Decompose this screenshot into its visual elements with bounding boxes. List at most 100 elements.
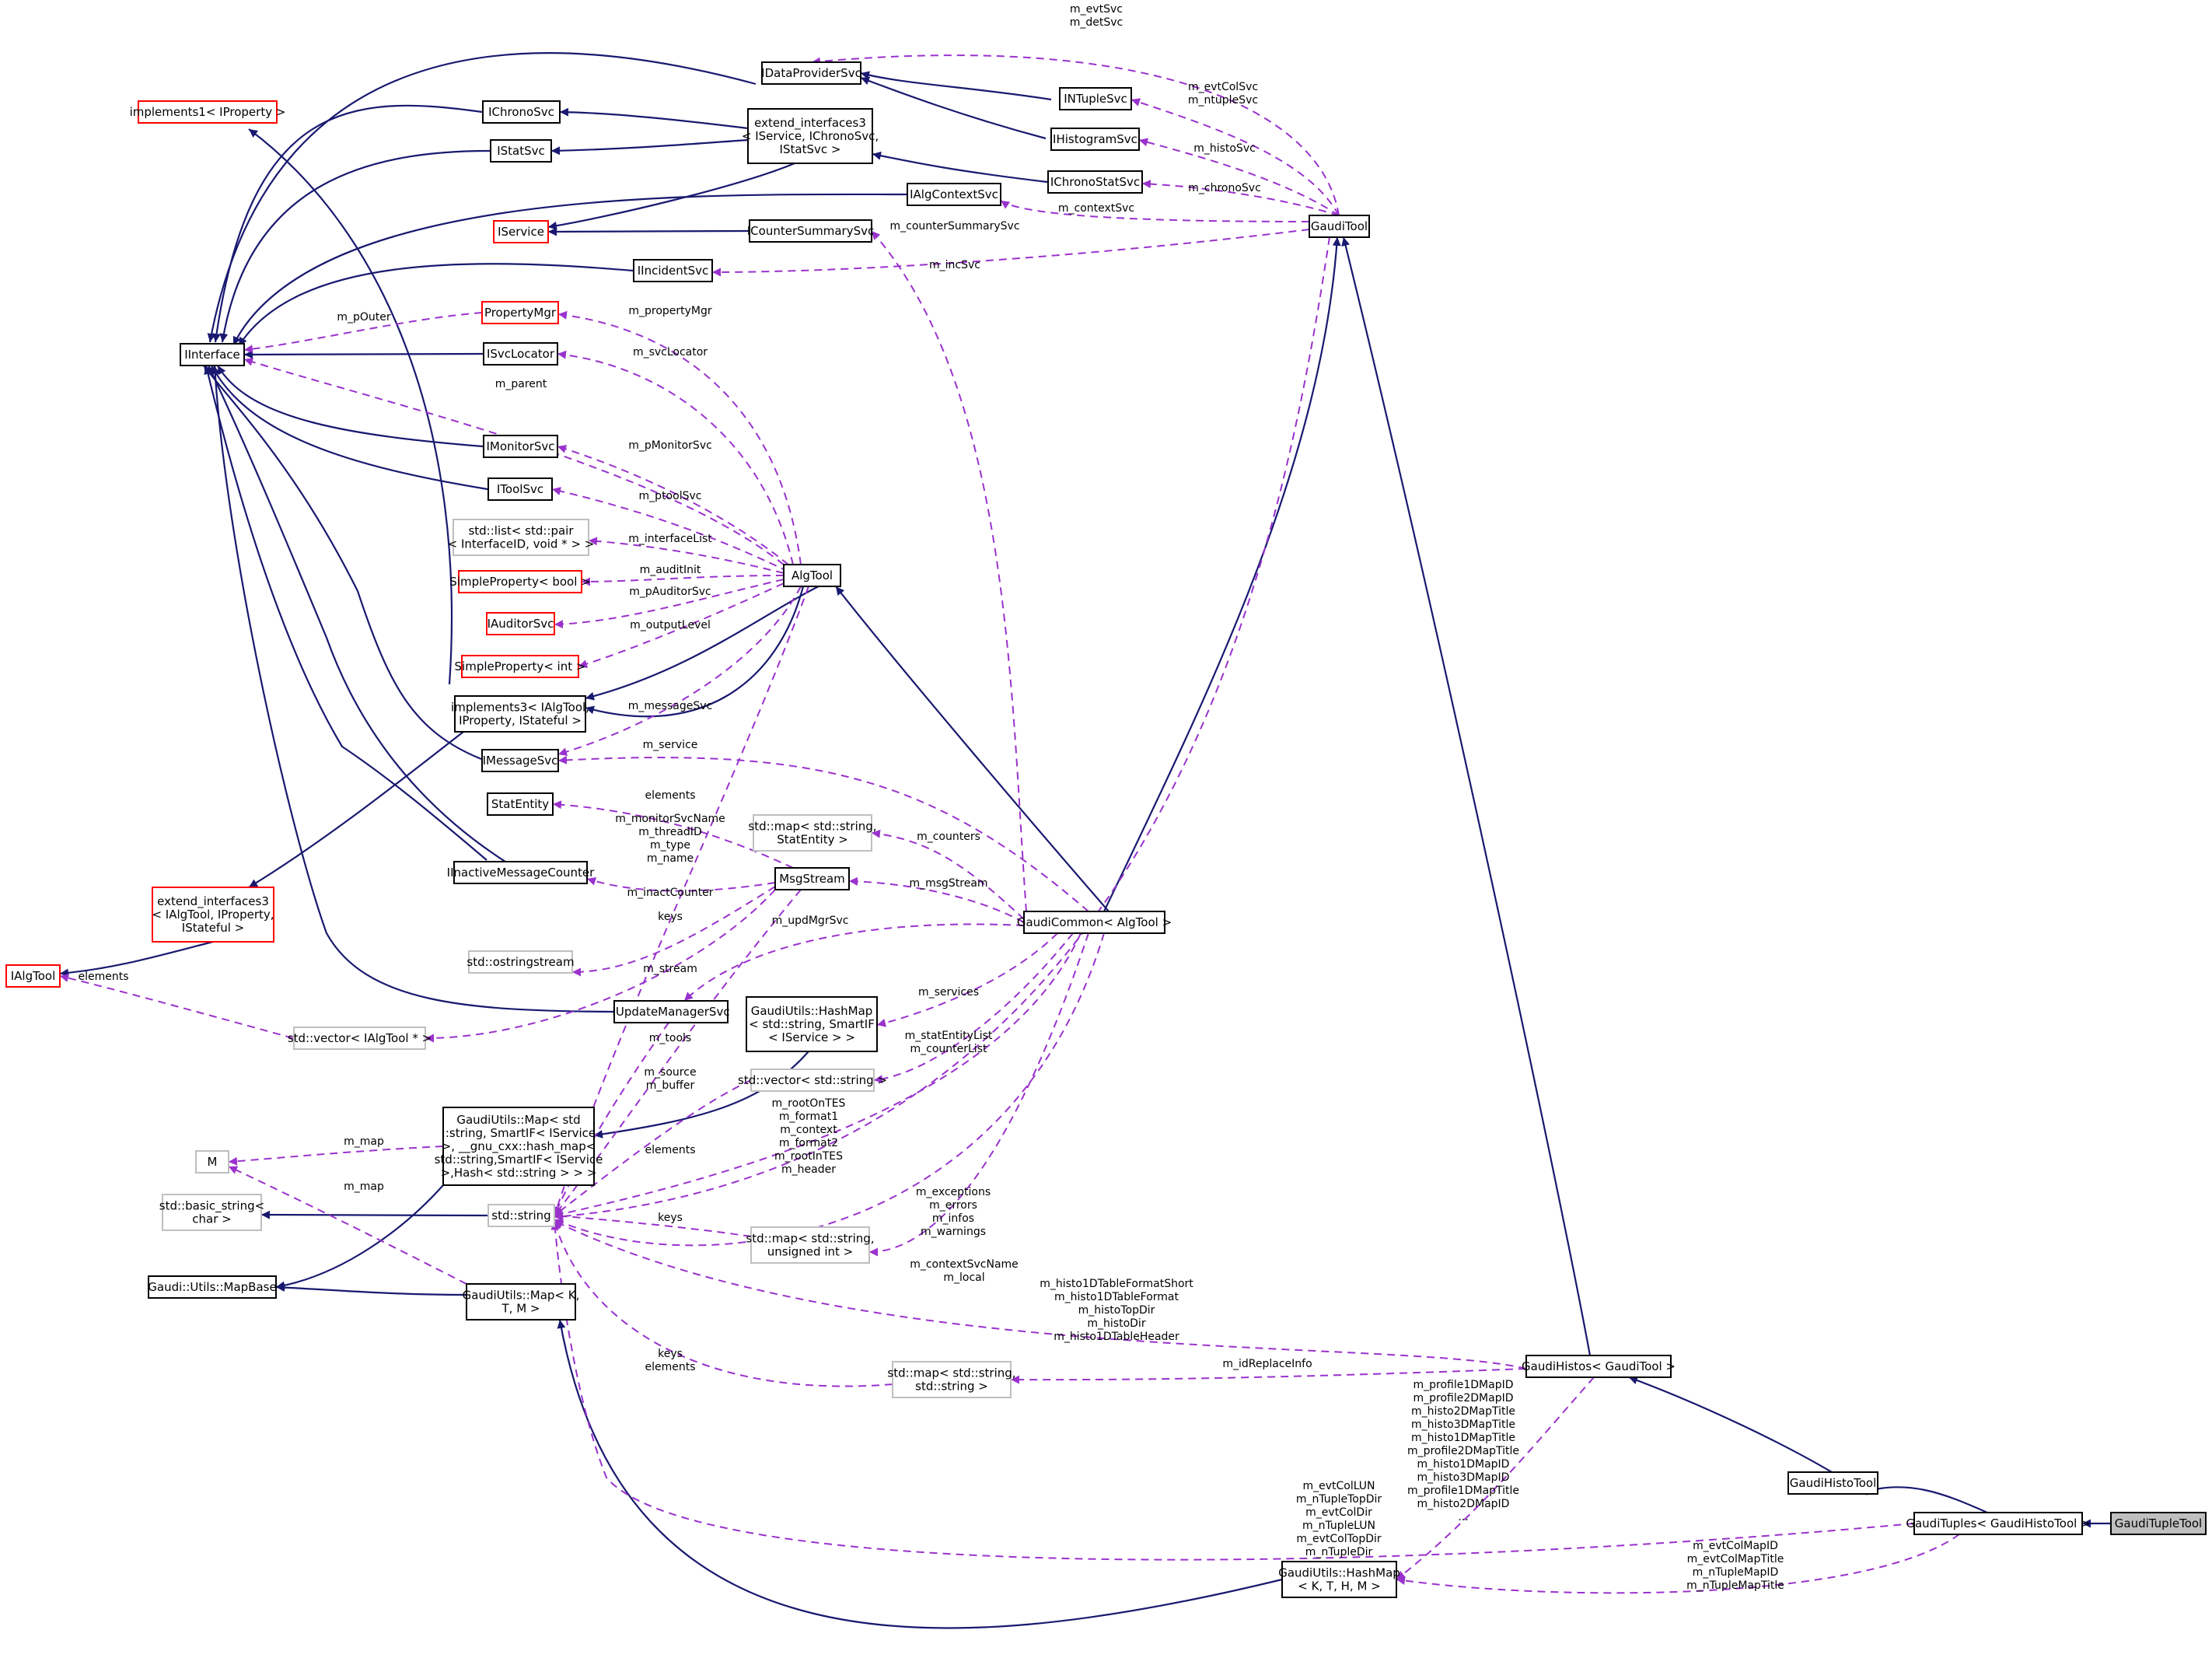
class-node-msgstream[interactable]: MsgStream [774, 867, 850, 890]
node-label: IToolSvc [497, 482, 543, 496]
class-node-gauditupletool[interactable]: GaudiTupleTool [2110, 1512, 2207, 1535]
class-node-itoolsvc[interactable]: IToolSvc [487, 477, 553, 501]
node-box [761, 61, 861, 85]
class-node-stdmapstatentity[interactable]: std::map< std::string,StatEntity > [748, 814, 877, 852]
class-node-gaudicommon[interactable]: GaudiCommon< AlgTool > [1017, 911, 1172, 934]
class-node-imessagesvc[interactable]: IMessageSvc [481, 749, 559, 772]
node-box [753, 814, 872, 852]
class-node-vectorialgtool[interactable]: std::vector< IAlgTool * > [288, 1027, 432, 1050]
node-label: StatEntity [491, 797, 549, 811]
node-label: IAlgContextSvc [910, 187, 998, 201]
node-label: IChronoSvc [488, 105, 554, 119]
class-node-gauditool[interactable]: GaudiTool [1309, 215, 1370, 238]
class-node-ialgtool[interactable]: IAlgTool [5, 964, 61, 988]
class-node-statentity[interactable]: StatEntity [487, 792, 554, 816]
node-box [487, 477, 553, 501]
class-node-iinterface[interactable]: IInterface [180, 343, 245, 366]
node-box [483, 342, 558, 366]
class-node-isvclocator[interactable]: ISvcLocator [483, 342, 558, 366]
class-node-stdmapstring[interactable]: std::map< std::string,std::string > [887, 1361, 1016, 1398]
inheritance-edge [59, 940, 214, 978]
node-box [481, 301, 559, 324]
node-box [453, 861, 588, 884]
node-box [5, 964, 61, 988]
class-node-ichronostatsvc[interactable]: IChronoStatSvc [1047, 170, 1143, 194]
class-node-gaudihistos[interactable]: GaudiHistos< GaudiTool > [1522, 1355, 1676, 1378]
node-box [774, 867, 850, 890]
usage-edge [1000, 200, 1310, 222]
node-box [750, 1226, 870, 1264]
class-node-simplepropbool[interactable]: SimpleProperty< bool > [449, 570, 591, 593]
class-node-mapbase[interactable]: Gaudi::Utils::MapBase [148, 1275, 277, 1299]
class-node-gaudiutilsmap[interactable]: GaudiUtils::Map< std::string, SmartIF< I… [435, 1107, 603, 1186]
node-label: std::vector< std::string > [738, 1073, 887, 1087]
node-label: implements1< IProperty > [130, 105, 286, 119]
class-node-extend3b[interactable]: extend_interfaces3< IAlgTool, IProperty,… [152, 887, 274, 943]
node-label: IMessageSvc [483, 754, 558, 768]
class-node-extend3a[interactable]: extend_interfaces3< IService, IChronoSvc… [742, 108, 879, 164]
class-node-propertymgr[interactable]: PropertyMgr [481, 301, 559, 324]
class-node-implements1[interactable]: implements1< IProperty > [130, 100, 286, 124]
class-node-basicstring[interactable]: std::basic_string<char > [159, 1194, 264, 1231]
inheritance-edge [219, 149, 491, 343]
class-node-hashmapkthm[interactable]: GaudiUtils::HashMap< K, T, H, M > [1278, 1561, 1400, 1598]
node-label: INTupleSvc [1064, 92, 1127, 106]
class-node-m[interactable]: M [195, 1150, 229, 1174]
class-node-stdmapuint[interactable]: std::map< std::string,unsigned int > [746, 1226, 875, 1264]
node-box [482, 100, 561, 124]
class-node-istatsvc[interactable]: IStatSvc [490, 139, 552, 163]
class-node-vectorstring[interactable]: std::vector< std::string > [738, 1069, 887, 1092]
node-label: extend_interfaces3< IAlgTool, IProperty,… [152, 894, 274, 935]
class-node-stdlistpair[interactable]: std::list< std::pair< InterfaceID, void … [448, 519, 595, 556]
node-label: GaudiUtils::HashMap< K, T, H, M > [1278, 1566, 1400, 1593]
class-node-ialgcontextsvc[interactable]: IAlgContextSvc [907, 183, 1001, 206]
inheritance-edge [203, 365, 482, 761]
class-node-ihistogramsvc[interactable]: IHistogramSvc [1050, 128, 1140, 151]
node-label: GaudiTuples< GaudiHistoTool > [1906, 1516, 2090, 1530]
node-label: std::string [491, 1209, 550, 1223]
node-box [152, 887, 274, 943]
class-node-iservice[interactable]: IService [493, 220, 549, 243]
class-node-intuplesvc[interactable]: INTupleSvc [1059, 87, 1132, 110]
node-label: IAlgTool [11, 969, 56, 983]
edge-label-svclocator: m_svcLocator [633, 346, 708, 359]
edge-label-outputlevel: m_outputLevel [630, 619, 711, 631]
class-node-ostringstream[interactable]: std::ostringstream [467, 950, 575, 974]
usage-edge [228, 1166, 467, 1285]
inheritance-edge [585, 586, 805, 718]
node-label: SimpleProperty< bool > [449, 575, 590, 589]
inheritance-edge [593, 1051, 809, 1139]
class-node-hashmapsmartif[interactable]: GaudiUtils::HashMap< std::string, SmartI… [746, 996, 878, 1052]
node-label: IIncidentSvc [638, 264, 709, 278]
class-node-imonitorsvc[interactable]: IMonitorSvc [483, 435, 558, 458]
inheritance-edge [550, 138, 749, 156]
usage-edge [554, 1220, 1527, 1369]
class-node-iinactivemessagecounter[interactable]: IInactiveMessageCounter [447, 861, 595, 884]
class-node-gaudituples[interactable]: GaudiTuples< GaudiHistoTool > [1906, 1512, 2091, 1535]
class-node-iauditorsvc[interactable]: IAuditorSvc [486, 612, 555, 635]
class-node-idataprovidersvc[interactable]: IDataProviderSvc [761, 61, 861, 85]
class-node-algtool[interactable]: AlgTool [783, 564, 841, 587]
inheritance-edge [211, 365, 615, 1013]
edge-label-tools: m_tools [649, 1032, 691, 1044]
edge-label-messagesvc: m_messageSvc [628, 700, 712, 712]
class-node-mapktm[interactable]: GaudiUtils::Map< K,T, M > [463, 1283, 580, 1320]
usage-edge [868, 932, 1089, 1257]
edge-label-countersummarysvc: m_counterSummarySvc [889, 220, 1019, 233]
class-node-icountersummarysvc[interactable]: ICounterSummarySvc [747, 219, 875, 243]
edge-label-chronosvc: m_chronoSvc [1188, 182, 1261, 194]
node-label: ISvcLocator [487, 347, 555, 361]
node-box [486, 612, 555, 635]
class-node-simplepropint[interactable]: SimpleProperty< int > [455, 655, 586, 678]
class-node-gaudihistotool[interactable]: GaudiHistoTool [1787, 1471, 1878, 1495]
class-node-implements3[interactable]: implements3< IAlgTool,IProperty, IStatef… [451, 695, 589, 733]
class-node-iincidentsvc[interactable]: IIncidentSvc [633, 259, 713, 282]
inheritance-edge [212, 104, 483, 343]
node-label: GaudiUtils::HashMap< std::string, SmartI… [749, 1004, 875, 1044]
class-node-iupdatemanagersvc[interactable]: IUpdateManagerSvc [612, 1000, 730, 1023]
class-node-ichronosvc[interactable]: IChronoSvc [482, 100, 561, 124]
class-node-stdstring[interactable]: std::string [487, 1204, 555, 1227]
